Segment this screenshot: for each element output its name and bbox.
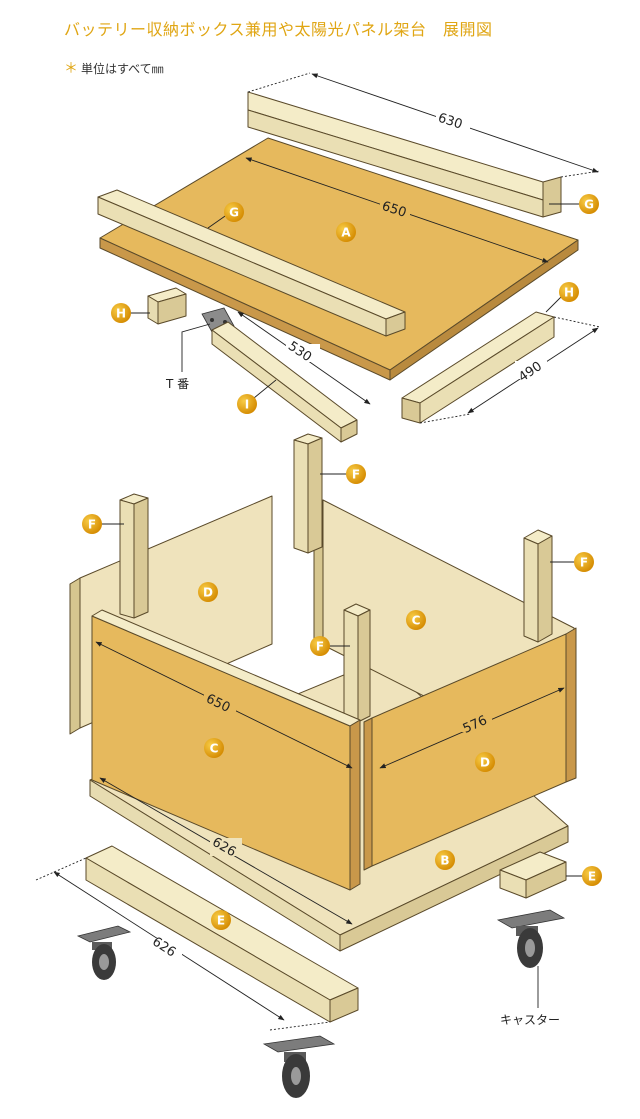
unit-note-text: 単位はすべて㎜ [81, 62, 164, 76]
svg-text:G: G [584, 198, 594, 212]
dim-label-650-top: 650 [380, 199, 408, 221]
dimension-630: 630 [247, 72, 601, 178]
part-label-d-left: D [198, 582, 218, 602]
dimension-576: 576 [379, 687, 565, 769]
part-label-a: A [336, 222, 356, 242]
part-label-f-floating: F [320, 464, 366, 484]
part-label-f-middle: F [310, 636, 350, 656]
caster-callout: キャスター [500, 966, 560, 1027]
dimension-650-top: 650 [245, 157, 549, 263]
unit-note: ＊単位はすべて㎜ [64, 58, 164, 78]
dimension-626-base: 626 [99, 777, 353, 925]
part-label-i: I [237, 379, 277, 414]
svg-text:E: E [588, 870, 596, 884]
t-hinge-label: T 番 [165, 377, 189, 391]
post-f-right [523, 529, 553, 643]
caster-label: キャスター [500, 1013, 560, 1027]
diagram-title: バッテリー収納ボックス兼用や太陽光パネル架台 展開図 [64, 20, 493, 39]
post-f-floating [293, 433, 323, 554]
part-label-g-rear: G [549, 194, 599, 214]
skid-e-right [499, 851, 567, 899]
asterisk-icon: ＊ [64, 61, 78, 77]
svg-text:F: F [352, 468, 360, 482]
svg-text:H: H [116, 307, 126, 321]
svg-text:D: D [203, 586, 213, 600]
part-label-c-front: C [204, 738, 224, 758]
post-f-middle [343, 603, 371, 723]
part-label-f-left: F [82, 514, 124, 534]
svg-text:C: C [412, 614, 421, 628]
svg-text:F: F [88, 518, 96, 532]
svg-text:G: G [229, 206, 239, 220]
part-label-b: B [435, 850, 455, 870]
svg-text:B: B [440, 854, 449, 868]
svg-text:I: I [245, 398, 249, 412]
part-label-f-right: F [550, 552, 594, 572]
dim-label-630: 630 [436, 111, 464, 133]
dimension-530: 530 [237, 311, 371, 405]
part-label-c-back: C [406, 610, 426, 630]
part-label-d-right: D [475, 752, 495, 772]
dimension-650-front: 650 [95, 641, 353, 769]
dimension-490: 490 [419, 316, 601, 424]
part-label-h-right: H [545, 282, 579, 313]
svg-text:E: E [217, 914, 225, 928]
part-label-e-right: E [566, 866, 602, 886]
svg-text:A: A [341, 226, 351, 240]
part-label-g-front: G [207, 202, 244, 229]
svg-text:H: H [564, 286, 574, 300]
post-f-left [119, 493, 149, 619]
part-label-e-left: E [211, 910, 231, 930]
svg-text:F: F [580, 556, 588, 570]
svg-text:F: F [316, 640, 324, 654]
svg-text:C: C [210, 742, 219, 756]
caster-bottom [262, 1035, 336, 1098]
caster-right [496, 909, 566, 968]
svg-text:D: D [480, 756, 490, 770]
block-h-left [147, 287, 187, 325]
caster-left [76, 925, 132, 980]
t-hinge-callout: T 番 [165, 323, 211, 391]
part-label-h-left: H [111, 303, 150, 323]
